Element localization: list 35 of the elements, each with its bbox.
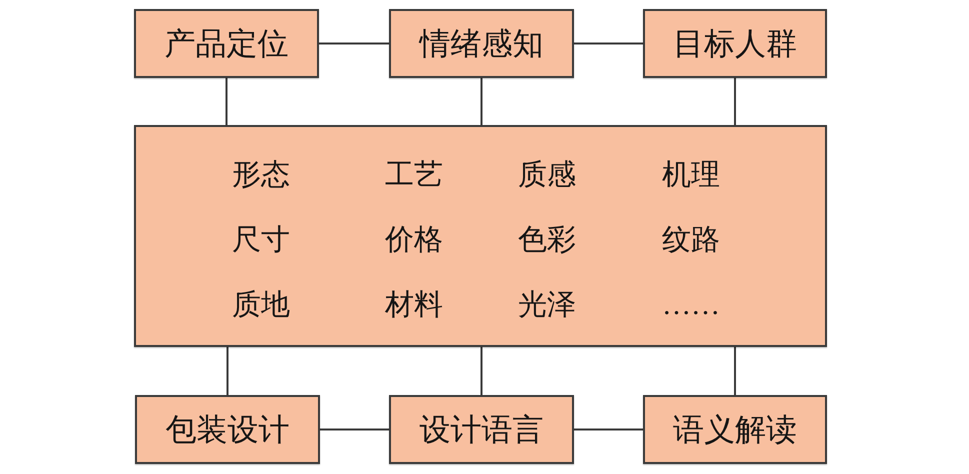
connector-line [480,78,482,125]
attribute-label: 色彩 [518,226,576,255]
concept-box [134,9,319,78]
box-label: 产品定位 [164,28,288,59]
connector-line [226,347,228,395]
concept-box [389,9,574,78]
attribute-label: 光泽 [518,291,576,320]
attribute-label: 尺寸 [232,226,290,255]
attribute-panel [134,125,827,347]
attribute-label: 价格 [385,226,443,255]
attribute-label: 质地 [232,291,290,320]
connector-line [574,428,643,430]
connector-line [734,347,736,395]
connector-line [574,42,643,44]
box-label: 情绪感知 [420,28,544,59]
box-label: 语义解读 [673,414,797,445]
box-label: 包装设计 [166,414,290,445]
connector-line [480,347,482,395]
concept-box [135,395,320,464]
connector-line [319,42,389,44]
attribute-label: 材料 [385,291,443,320]
attribute-label: 机理 [662,161,720,190]
attribute-label: 工艺 [385,161,443,190]
attribute-label: 形态 [232,161,290,190]
box-label: 目标人群 [673,28,797,59]
attribute-label: …… [662,291,720,320]
connector-line [226,78,228,125]
concept-box [643,9,827,78]
concept-box [643,395,827,464]
connector-line [734,78,736,125]
concept-box [389,395,574,464]
connector-line [320,428,389,430]
box-label: 设计语言 [420,414,544,445]
attribute-label: 质感 [518,161,576,190]
attribute-label: 纹路 [662,226,720,255]
